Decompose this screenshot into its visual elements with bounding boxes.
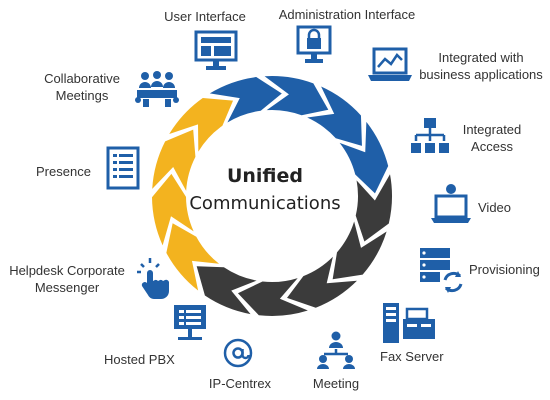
ring-segment: [339, 121, 389, 194]
label-meeting: Meeting: [312, 376, 360, 391]
hand-touch-icon: [136, 253, 174, 299]
label-hosted-pbx: Hosted PBX: [104, 352, 175, 367]
ring-segment: [152, 173, 194, 246]
ring-segment: [287, 256, 357, 308]
fax-server-icon: [381, 303, 437, 343]
label-provisioning: Provisioning: [469, 262, 540, 277]
center-title: Unified: [226, 165, 304, 187]
ring-segment: [152, 129, 196, 191]
ring-segment: [332, 221, 387, 280]
people-network-icon: [316, 330, 356, 370]
ring-segment: [264, 76, 329, 116]
label-ip-centrex: IP-Centrex: [208, 376, 272, 391]
ring-segment: [166, 223, 220, 291]
server-sync-icon: [418, 246, 464, 294]
ring-segment: [307, 86, 362, 146]
monitor-window-icon: [194, 30, 238, 72]
label-integrated-access: Integrated Access: [462, 122, 522, 154]
label-administration-interface: Administration Interface: [278, 7, 416, 22]
laptop-webcam-icon: [431, 183, 471, 225]
ring-segment: [355, 174, 392, 242]
label-user-interface: User Interface: [164, 9, 246, 24]
monitor-lock-icon: [296, 25, 332, 65]
center-subtitle: Communications: [189, 193, 341, 214]
ring-segment: [237, 278, 308, 316]
laptop-chart-icon: [368, 47, 412, 83]
hierarchy-icon: [410, 116, 450, 156]
label-helpdesk-corporate-messenger: Helpdesk Corporate Messenger: [9, 263, 125, 295]
meeting-table-icon: [135, 70, 179, 108]
pbx-screen-icon: [172, 303, 208, 345]
label-collaborative-meetings: Collaborative Meetings: [44, 71, 120, 103]
ring-segment: [209, 77, 282, 123]
label-presence: Presence: [36, 164, 91, 179]
at-sign-icon: [223, 338, 253, 368]
label-fax-server: Fax Server: [380, 349, 444, 364]
list-document-icon: [106, 146, 140, 190]
label-video: Video: [478, 200, 512, 215]
ring-segment: [169, 97, 234, 152]
label-integrated-business-applications: Integrated with business applications: [419, 50, 543, 82]
ring-segment: [196, 266, 257, 315]
